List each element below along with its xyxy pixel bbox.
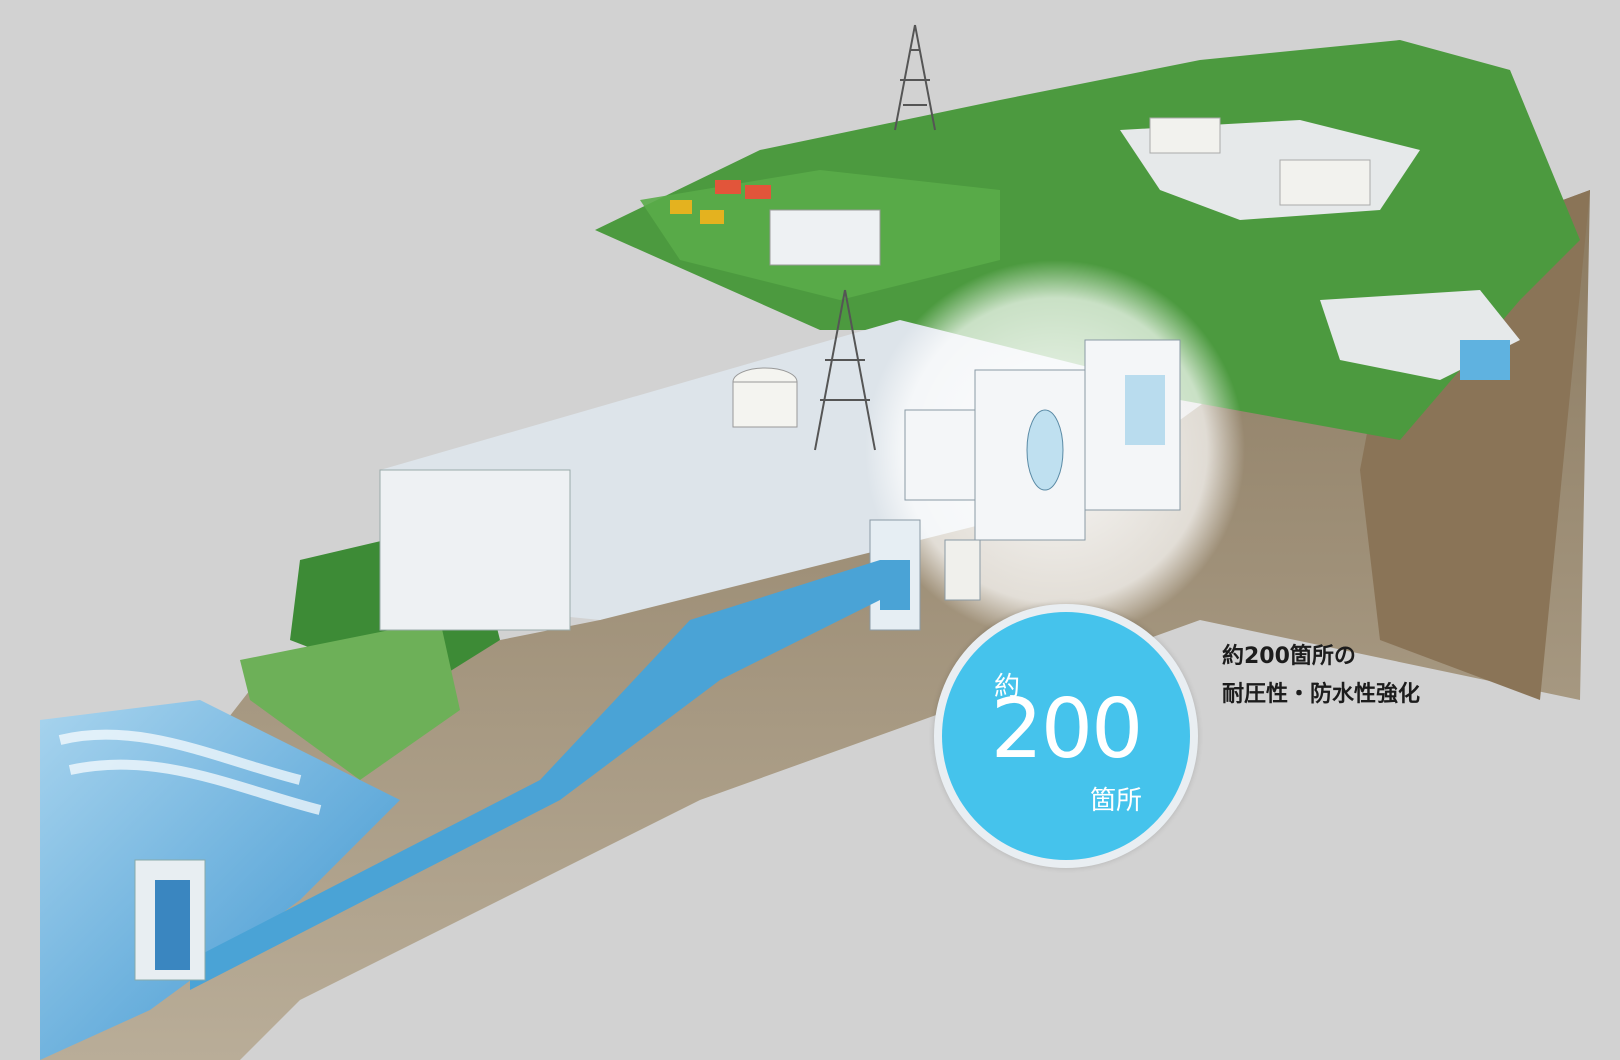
sea bbox=[40, 700, 400, 1060]
transmission-towers bbox=[814, 24, 936, 451]
vehicles bbox=[670, 180, 881, 266]
count-badge: 約 200 箇所 bbox=[934, 604, 1198, 868]
badge-prefix: 約 bbox=[994, 672, 1021, 702]
caption-line-2: 耐圧性・防水性強化 bbox=[1222, 682, 1421, 707]
badge-suffix: 箇所 bbox=[1090, 786, 1143, 816]
badge-number: 200 bbox=[990, 682, 1144, 777]
water-intake-channel bbox=[134, 560, 880, 990]
backup-facility-pits bbox=[1120, 117, 1520, 380]
reactor-building-cutaway bbox=[869, 339, 1181, 631]
count-badge-circle: 約 200 箇所 bbox=[942, 612, 1190, 860]
caption-line-1: 約200箇所の bbox=[1222, 644, 1356, 669]
caption: 約200箇所の 耐圧性・防水性強化 bbox=[1222, 638, 1420, 714]
